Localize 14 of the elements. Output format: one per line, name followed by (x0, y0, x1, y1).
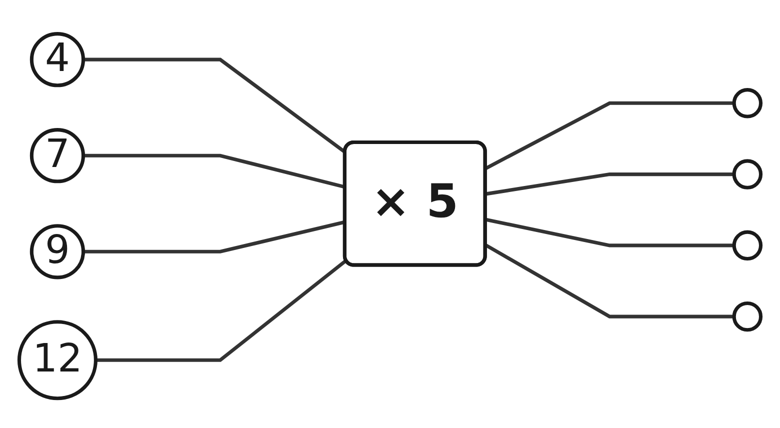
node-circle (30, 32, 86, 87)
function-machine-diagram: 4 7 9 12 × 5 (5, 16, 775, 412)
node-circle (30, 128, 86, 183)
connector (485, 101, 734, 170)
node-circle (732, 301, 763, 332)
connector (96, 258, 348, 362)
node-circle (732, 158, 763, 190)
connector (486, 172, 734, 196)
node-circle (17, 320, 98, 400)
node-circle (732, 88, 763, 118)
node-circle (30, 224, 86, 279)
node-circle (732, 230, 763, 260)
connector (485, 243, 734, 318)
connector (486, 218, 734, 247)
